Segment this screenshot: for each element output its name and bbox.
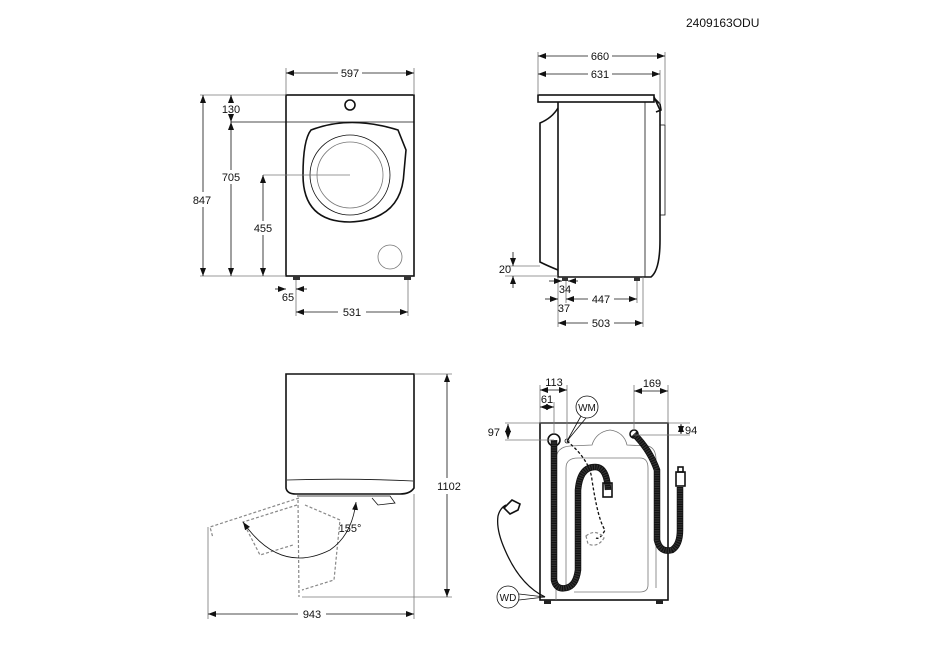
dim-rear-offset: 37: [558, 303, 570, 315]
wm-label: WM: [578, 403, 596, 414]
dim-foot-offset: 65: [282, 292, 294, 304]
drawing-code: 2409163ODU: [686, 16, 759, 30]
dim-top-panel: 130: [222, 104, 240, 116]
dim-height: 847: [193, 195, 211, 207]
dim-door-center: 455: [254, 223, 272, 235]
program-knob: [344, 99, 356, 111]
top-view: 155° 1102 943: [207, 373, 461, 621]
front-view: 597 130 705 847 455 65 531: [193, 68, 415, 319]
rear-view: 113 61 169 97 94 WM WD: [488, 377, 697, 609]
dim-width: 597: [341, 68, 359, 80]
dim-right-offset: 169: [643, 378, 661, 390]
dim-left-height: 97: [488, 427, 500, 439]
wd-label: WD: [500, 593, 517, 604]
dim-inlet-offset: 113: [545, 377, 563, 389]
dim-foot-span-side: 447: [592, 294, 610, 306]
dim-drain-offset: 61: [541, 394, 553, 406]
dim-foot-span: 531: [343, 307, 361, 319]
dim-right-height: 94: [685, 425, 697, 437]
filter-cover: [377, 244, 403, 270]
door: [302, 121, 407, 223]
dim-depth-total: 660: [591, 51, 609, 63]
dim-depth-body: 631: [591, 69, 609, 81]
dim-rear-clearance: 20: [499, 264, 511, 276]
dim-depth-door-open: 1102: [437, 481, 461, 493]
dim-foot-offset-side: 34: [559, 284, 571, 296]
side-view: 660 631 20 34 447 37 503: [499, 51, 666, 330]
dim-door-angle: 155°: [339, 523, 362, 535]
dim-width-door-open: 943: [303, 609, 321, 621]
dim-body-depth: 503: [592, 318, 610, 330]
dim-door-zone: 705: [222, 172, 240, 184]
